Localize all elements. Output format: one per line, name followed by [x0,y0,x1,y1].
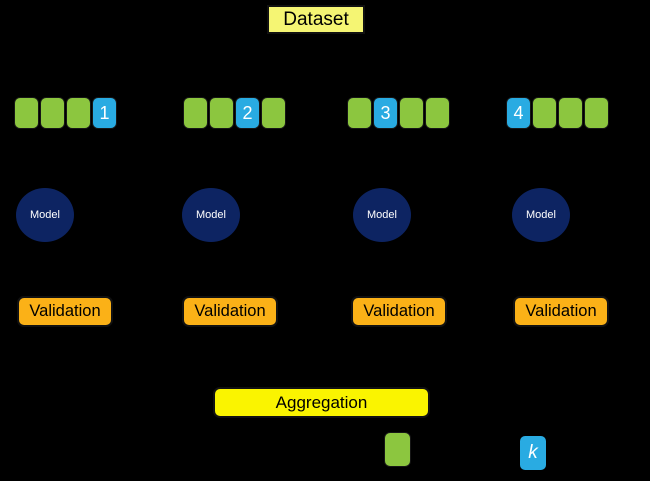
model-label: Model [367,209,397,221]
fold-group-3: 3 [347,97,450,129]
validation-fold-cell: 2 [235,97,260,129]
validation-label: Validation [525,302,597,320]
training-fold-cell [532,97,557,129]
training-fold-cell [261,97,286,129]
aggregation-label: Aggregation [275,392,368,412]
model-circle-1: Model [16,188,74,242]
aggregation-box: Aggregation [213,387,430,418]
model-label: Model [526,209,556,221]
model-circle-3: Model [353,188,411,242]
validation-label: Validation [194,302,266,320]
validation-box-3: Validation [351,296,447,327]
fold-group-1: 1 [14,97,117,129]
training-fold-cell [558,97,583,129]
validation-box-2: Validation [182,296,278,327]
legend-training-fold-swatch [384,432,411,467]
training-fold-cell [14,97,39,129]
validation-label: Validation [363,302,435,320]
validation-fold-cell: 3 [373,97,398,129]
training-fold-cell [183,97,208,129]
legend-k-label: k [528,442,538,463]
training-fold-cell [399,97,424,129]
model-label: Model [196,209,226,221]
fold-group-2: 2 [183,97,286,129]
training-fold-cell [209,97,234,129]
model-circle-4: Model [512,188,570,242]
validation-label: Validation [29,302,101,320]
training-fold-cell [347,97,372,129]
validation-box-4: Validation [513,296,609,327]
validation-fold-cell: 1 [92,97,117,129]
fold-number-label: 4 [513,102,524,123]
dataset-box: Dataset [267,5,365,34]
validation-box-1: Validation [17,296,113,327]
legend-validation-fold-swatch: k [520,436,546,470]
training-fold-cell [584,97,609,129]
model-label: Model [30,209,60,221]
training-fold-cell [40,97,65,129]
fold-number-label: 1 [99,102,110,123]
fold-number-label: 3 [380,102,391,123]
training-fold-cell [66,97,91,129]
validation-fold-cell: 4 [506,97,531,129]
fold-number-label: 2 [242,102,253,123]
model-circle-2: Model [182,188,240,242]
dataset-label: Dataset [283,8,349,30]
training-fold-cell [425,97,450,129]
fold-group-4: 4 [506,97,609,129]
